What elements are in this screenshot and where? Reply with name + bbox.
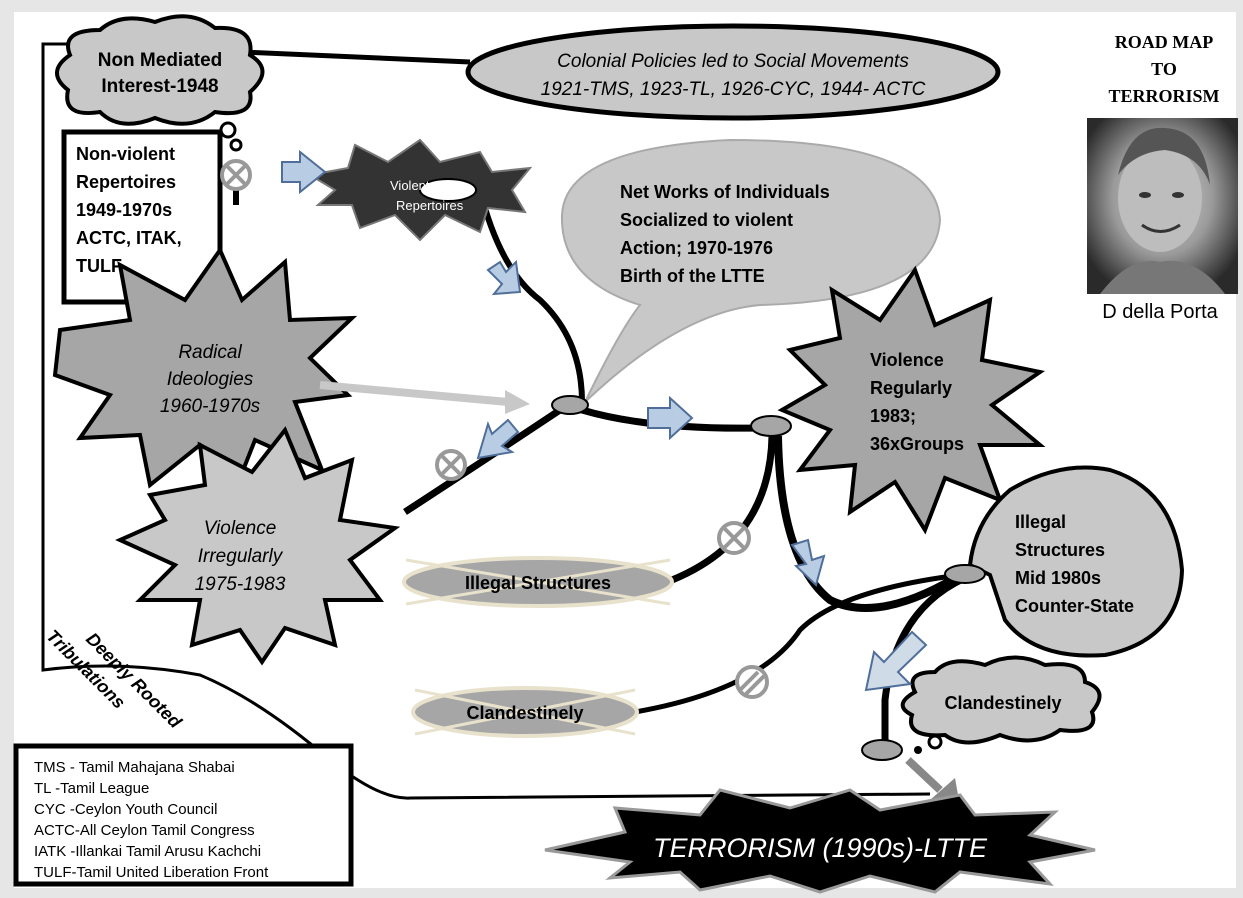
bubble-dot [914,746,922,754]
colonial-line1: Colonial Policies led to Social Movement… [557,51,909,72]
abbreviation-legend: TMS - Tamil Mahajana Shabai TL -Tamil Le… [13,743,354,887]
radical-line3: 1960-1970s [160,396,261,417]
arrow-down-left-icon [864,630,928,692]
clandestinely-cloud-label: Clandestinely [944,693,1061,713]
non-mediated-line1: Non Mediated [98,50,223,71]
arrow-right-icon [281,149,327,195]
crossed-circle-icon [435,449,467,481]
violence-regularly-star: Violence Regularly 1983; 36xGroups [777,265,1046,535]
non-violent-repertoires-box: Non-violent Repertoires 1949-1970s ACTC,… [61,129,223,305]
colonial-line2: 1921-TMS, 1923-TL, 1926-CYC, 1944- ACTC [541,79,926,100]
violence-reg-line1: Violence [870,350,944,370]
non-mediated-line2: Interest-1948 [101,76,218,97]
legend-item: CYC -Ceylon Youth Council [34,801,217,818]
arrow-right-icon [647,395,694,441]
violence-reg-line3: 1983; [870,406,916,426]
illegal-structures-ellipse: Illegal Structures [402,556,674,608]
arrow-down-icon [790,538,826,587]
radical-ideologies-star: Radical Ideologies 1960-1970s [52,245,358,489]
crossed-circle-icon [735,665,769,699]
non-mediated-cloud: Non Mediated Interest-1948 [55,14,265,126]
node-1 [551,395,589,415]
violence-reg-line4: 36xGroups [870,434,964,454]
node-4 [861,739,903,761]
illegal-right-line1: Illegal [1015,512,1066,532]
direction-arrows [281,149,826,587]
portrait-caption: D della Porta [1102,301,1218,323]
non-violent-line1: Non-violent [76,144,175,164]
networks-line1: Net Works of Individuals [620,182,830,202]
arrow-right-icon [505,390,530,414]
bubble-dot [927,734,943,750]
networks-speech-balloon: Net Works of Individuals Socialized to v… [560,138,942,403]
terrorism-label: TERRORISM (1990s)-LTTE [653,833,988,863]
junction-nodes [551,395,986,761]
legend-item: TMS - Tamil Mahajana Shabai [34,759,235,776]
violence-irreg-line3: 1975-1983 [195,574,286,595]
legend-item: ACTC-All Ceylon Tamil Congress [34,822,255,839]
title-block: ROAD MAP TO TERRORISM [1108,32,1219,106]
illegal-structures-circle: Illegal Structures Mid 1980s Counter-Sta… [967,465,1185,658]
violent-rep-line2: Repertoires [396,198,464,213]
bubble-dot [229,138,243,152]
non-violent-line4: ACTC, ITAK, [76,228,182,248]
terrorism-burst: TERRORISM (1990s)-LTTE [544,788,1096,894]
illegal-right-line3: Mid 1980s [1015,568,1101,588]
gray-arrow-shaft [319,381,509,406]
violent-repertoires-burst: Violent Repertoires [307,138,533,242]
violence-reg-line2: Regularly [870,378,952,398]
title-line1: ROAD MAP [1115,32,1213,52]
violent-rep-line1: Violent [390,178,430,193]
bubble-dot [219,121,237,139]
clandestinely-cloud: Clandestinely [900,655,1102,745]
colonial-policies-ellipse: Colonial Policies led to Social Movement… [465,23,1001,121]
networks-line4: Birth of the LTTE [620,266,765,286]
legend-item: TL -Tamil League [34,780,149,797]
legend-item: TULF-Tamil United Liberation Front [34,864,269,881]
crossed-circle-icon [220,159,252,191]
violence-irreg-line1: Violence [204,518,277,539]
arrow-down-icon [486,259,522,296]
non-violent-line5: TULF [76,256,122,276]
crossed-circle-icon [717,521,751,555]
networks-line2: Socialized to violent [620,210,793,230]
node-3 [944,564,986,584]
node-2 [750,415,792,437]
portrait-photo [1087,118,1238,294]
clandestinely-ellipse: Clandestinely [411,686,639,738]
non-violent-line3: 1949-1970s [76,200,172,220]
title-line3: TERRORISM [1108,86,1219,106]
legend-item: IATK -Illankai Tamil Arusu Kachchi [34,843,261,860]
illegal-left-label: Illegal Structures [465,573,611,593]
clandestinely-left-label: Clandestinely [466,703,583,723]
violence-irreg-line2: Irregularly [198,546,284,567]
networks-line3: Action; 1970-1976 [620,238,773,258]
radical-line1: Radical [178,342,242,363]
radical-line2: Ideologies [167,369,254,390]
non-violent-line2: Repertoires [76,172,176,192]
arrow-down-left-icon [476,418,520,460]
title-line2: TO [1151,59,1177,79]
blocked-markers [220,159,769,699]
illegal-right-line4: Counter-State [1015,596,1134,616]
violence-irregularly-star: Violence Irregularly 1975-1983 [115,426,401,666]
illegal-right-line2: Structures [1015,540,1105,560]
